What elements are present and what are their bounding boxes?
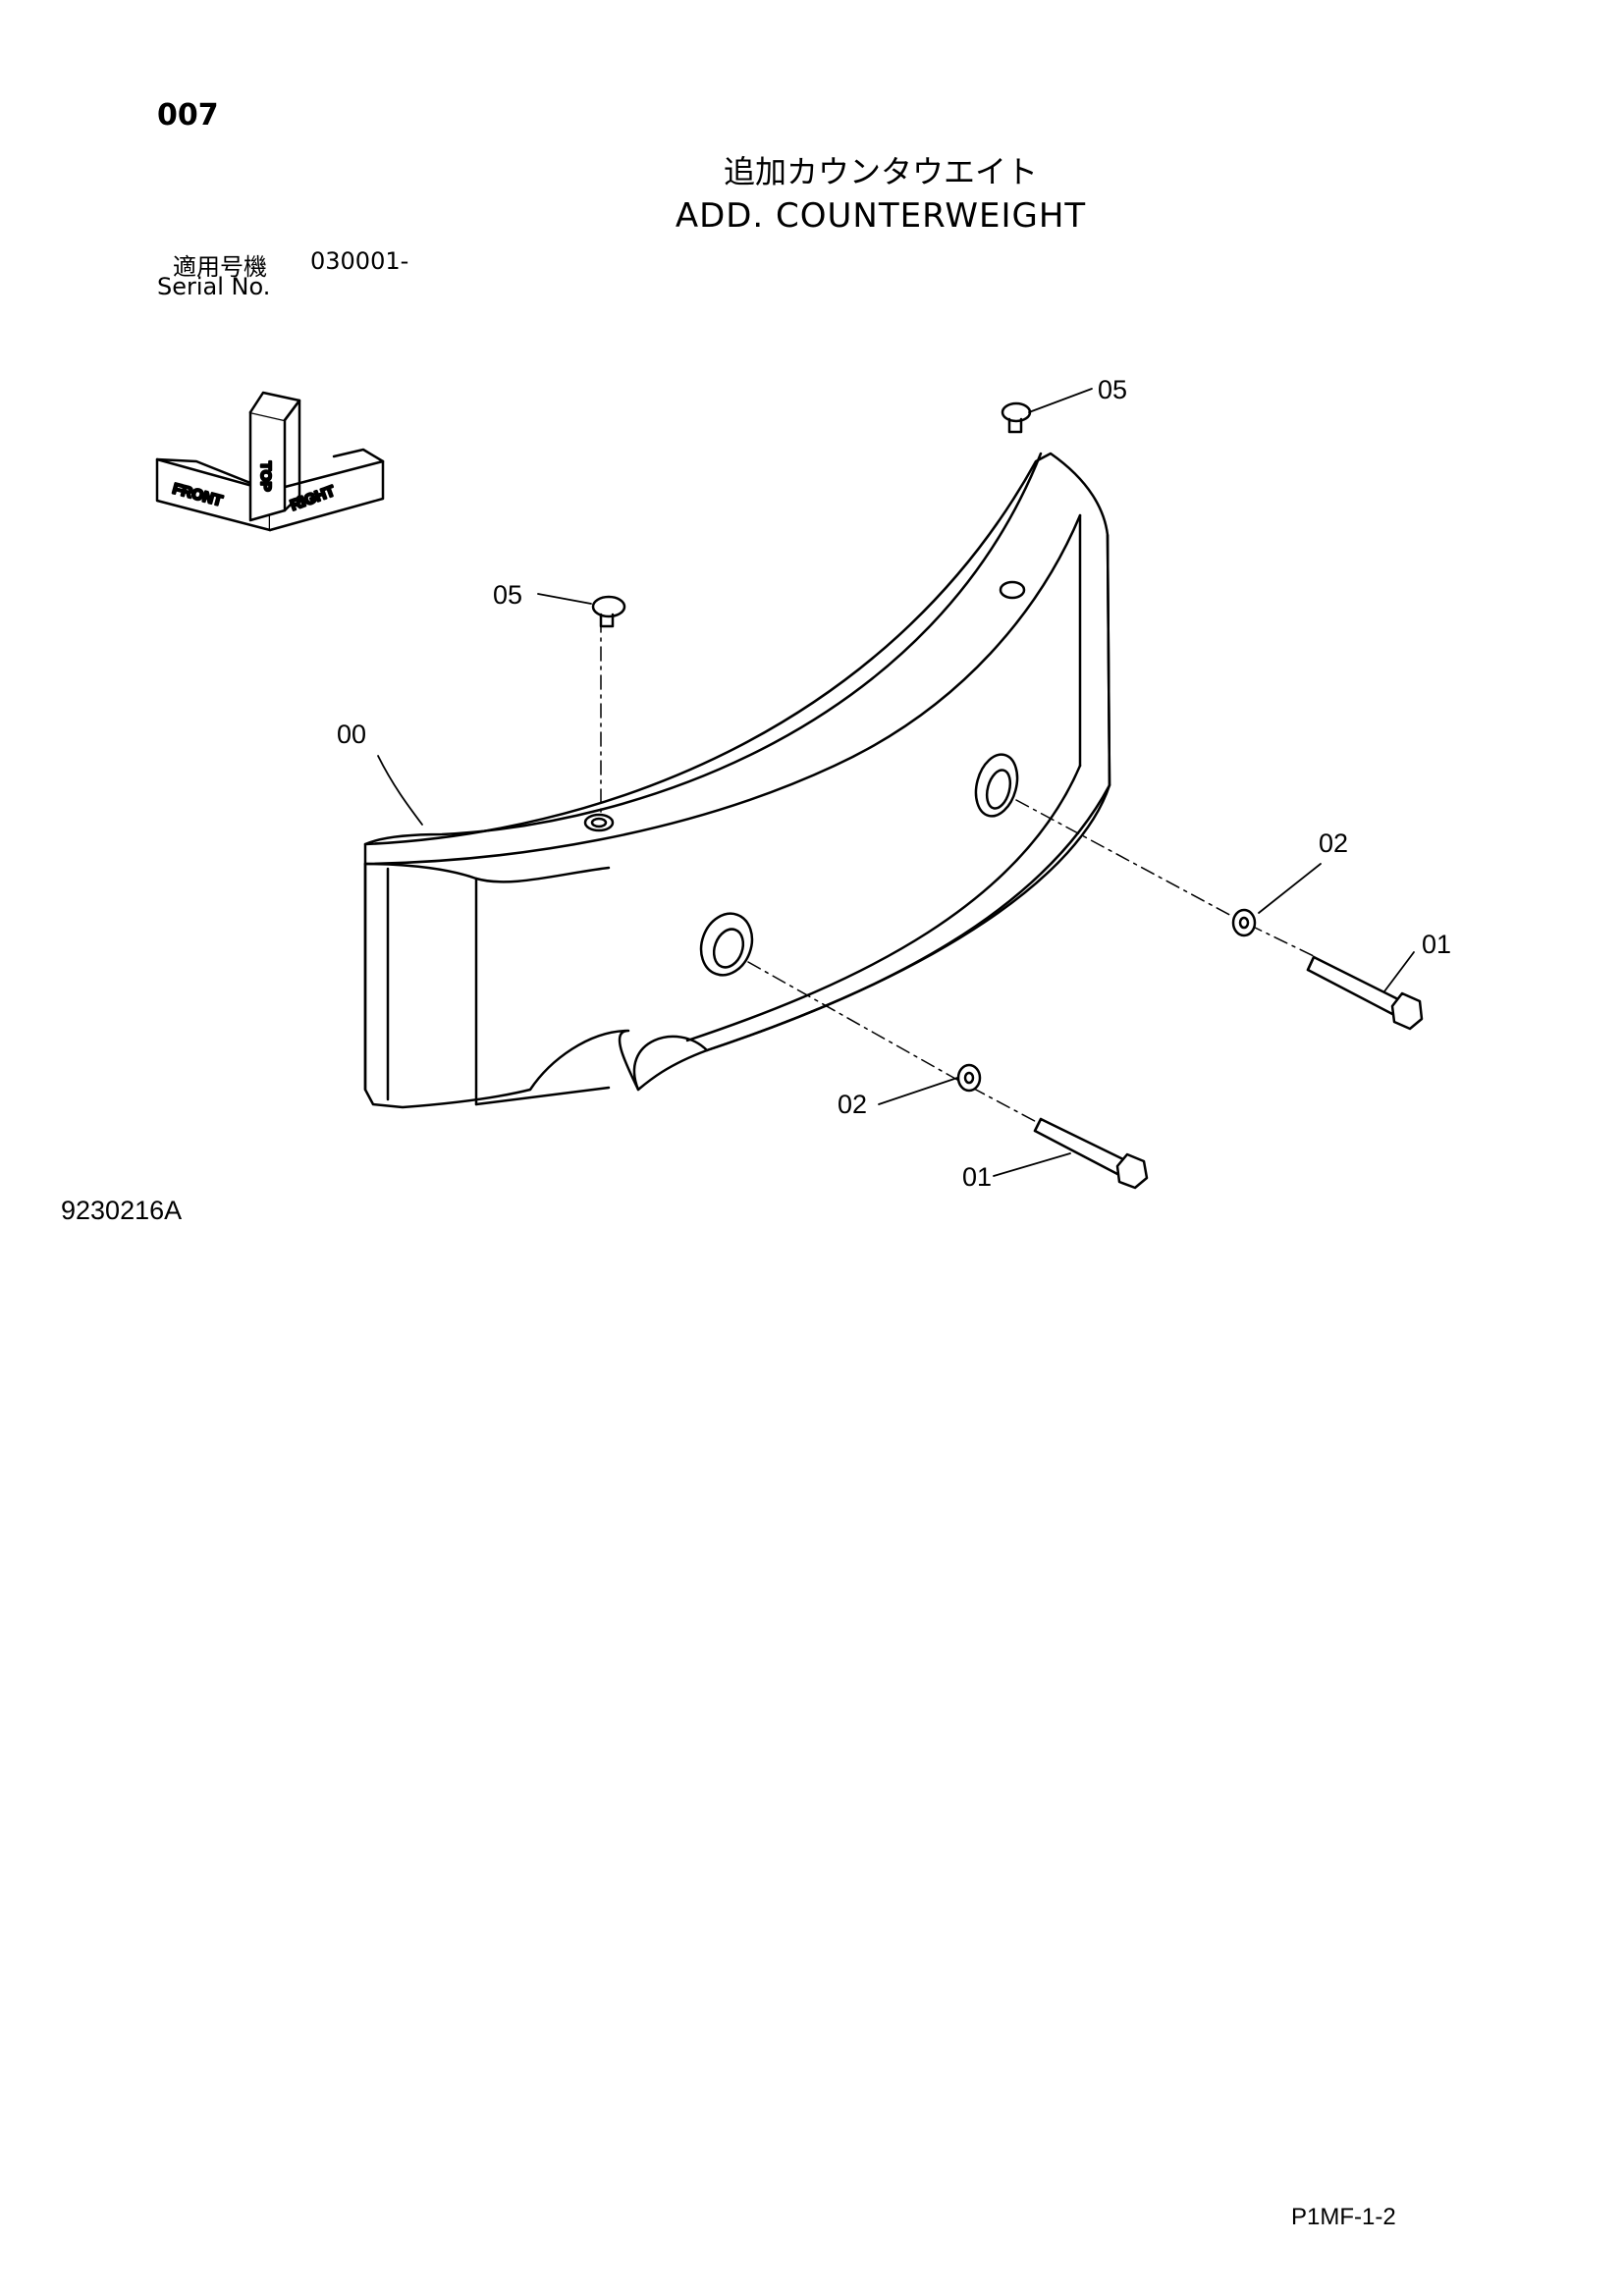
bolt-part [1033,1117,1149,1190]
orientation-indicator [155,391,385,532]
orientation-top-label: TOP [257,461,274,492]
top-plug-hole [999,580,1026,600]
callout-plug: 05 [1098,375,1127,404]
title-japanese: 追加カウンタウエイト [723,153,1038,190]
callout-washer: 02 [838,1090,867,1119]
callout-counterweight: 00 [337,720,366,749]
callout-bolt: 01 [962,1162,992,1192]
washer-part [956,1063,982,1093]
plug-part [1001,401,1032,434]
top-plug-hole [583,813,615,832]
page-number: 007 [157,98,219,133]
figure-code: 9230216A [61,1196,183,1225]
bolt-part [1306,955,1424,1031]
title-english: ADD. COUNTERWEIGHT [675,196,1087,236]
page-reference: P1MF-1-2 [1291,2204,1396,2230]
callout-bolt: 01 [1422,930,1451,959]
callout-washer: 02 [1319,828,1348,858]
serial-label-english: Serial No. [157,273,271,300]
bolt-hole [699,912,754,977]
plug-part [591,595,626,628]
counterweight-body [363,452,1111,1109]
bolt-hole [974,753,1019,818]
serial-number-value: 030001- [310,247,409,275]
serial-label-japanese: 適用号機 [173,253,267,281]
washer-part [1231,908,1257,937]
callout-plug: 05 [493,580,522,610]
